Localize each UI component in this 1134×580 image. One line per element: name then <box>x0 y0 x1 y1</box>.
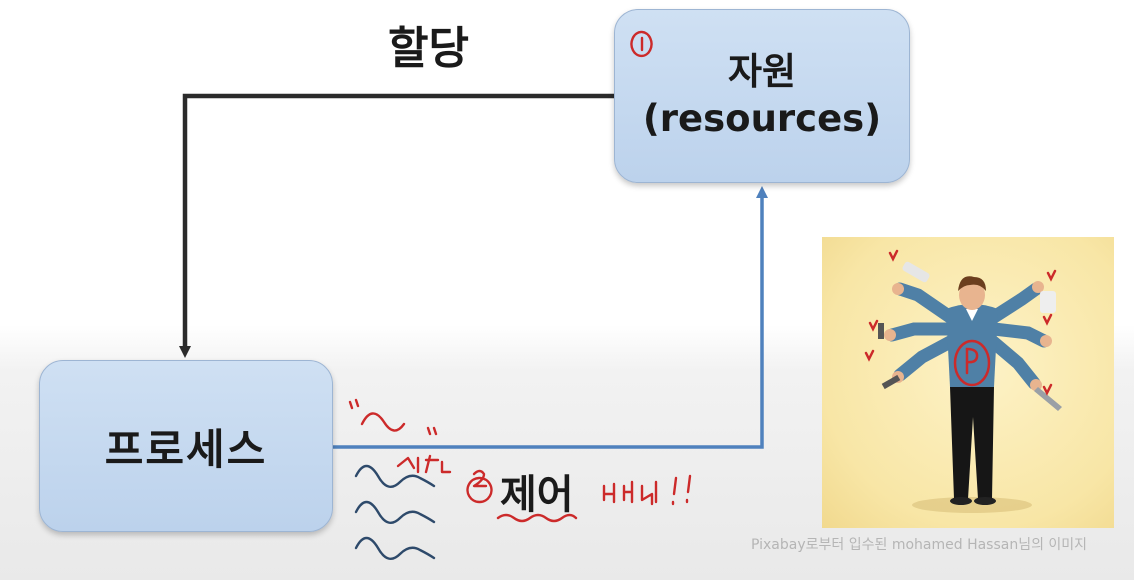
multitasking-person-icon <box>864 249 1062 513</box>
process-title: 프로세스 <box>104 424 268 474</box>
image-credit: Pixabay로부터 입수된 mohamed Hassan님의 이미지 <box>751 537 1088 553</box>
allocation-arrow <box>179 93 614 358</box>
process-node: 프로세스 <box>39 360 333 532</box>
resource-title: 자원 <box>727 50 797 93</box>
control-label: 제어 <box>500 472 574 518</box>
resource-node: 자원 (resources) <box>614 9 910 183</box>
allocation-label: 할당 <box>388 23 469 74</box>
resource-subtitle: (resources) <box>642 97 882 140</box>
control-arrow <box>333 186 768 449</box>
multitasking-person-illustration <box>822 237 1114 528</box>
